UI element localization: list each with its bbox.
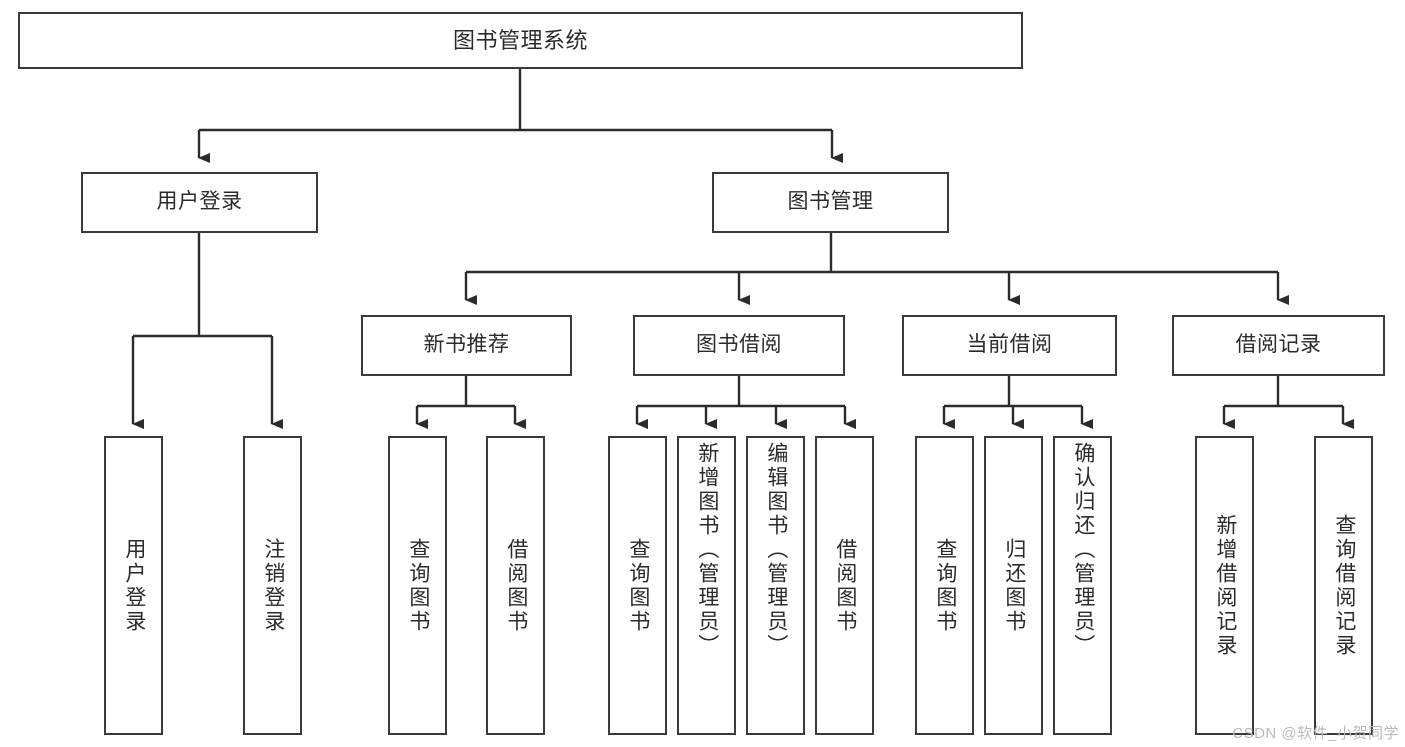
leaf-new-book-borrow[interactable]: 借阅图书 — [486, 436, 545, 735]
node-book-management[interactable]: 图书管理 — [712, 172, 949, 233]
leaf-new-book-query[interactable]: 查询图书 — [388, 436, 447, 735]
leaf-label: 编辑图书（管理员） — [764, 442, 788, 658]
leaf-label: 新增借阅记录 — [1213, 513, 1237, 658]
leaf-label: 确认归还（管理员） — [1071, 442, 1095, 658]
node-current-borrow-label: 当前借阅 — [966, 333, 1053, 357]
leaf-borrow-record-add[interactable]: 新增借阅记录 — [1195, 436, 1254, 735]
leaf-label: 注销登录 — [261, 537, 285, 634]
node-root[interactable]: 图书管理系统 — [18, 12, 1023, 69]
leaf-book-borrow-borrow[interactable]: 借阅图书 — [815, 436, 874, 735]
leaf-book-borrow-query[interactable]: 查询图书 — [608, 436, 667, 735]
leaf-user-login-logout[interactable]: 注销登录 — [243, 436, 302, 735]
node-borrow-record-label: 借阅记录 — [1235, 333, 1322, 357]
node-new-book-recommend[interactable]: 新书推荐 — [361, 315, 572, 376]
leaf-current-borrow-return[interactable]: 归还图书 — [984, 436, 1043, 735]
node-user-login-label: 用户登录 — [156, 190, 243, 214]
leaf-label: 查询图书 — [933, 537, 957, 634]
node-book-borrow-label: 图书借阅 — [696, 333, 782, 357]
node-user-login[interactable]: 用户登录 — [81, 172, 318, 233]
leaf-label: 查询借阅记录 — [1332, 513, 1356, 658]
leaf-label: 查询图书 — [626, 537, 650, 634]
node-book-management-label: 图书管理 — [787, 190, 874, 214]
leaf-user-login-login[interactable]: 用户登录 — [104, 436, 163, 735]
leaf-book-borrow-add[interactable]: 新增图书（管理员） — [677, 436, 736, 735]
node-book-borrow[interactable]: 图书借阅 — [633, 315, 845, 376]
leaf-book-borrow-edit[interactable]: 编辑图书（管理员） — [746, 436, 805, 735]
leaf-label: 新增图书（管理员） — [695, 442, 719, 658]
node-new-book-recommend-label: 新书推荐 — [423, 333, 510, 357]
node-current-borrow[interactable]: 当前借阅 — [902, 315, 1117, 376]
leaf-label: 查询图书 — [406, 537, 430, 634]
leaf-label: 归还图书 — [1002, 537, 1026, 634]
node-borrow-record[interactable]: 借阅记录 — [1172, 315, 1385, 376]
leaf-current-borrow-confirm-return[interactable]: 确认归还（管理员） — [1053, 436, 1112, 735]
leaf-current-borrow-query[interactable]: 查询图书 — [915, 436, 974, 735]
leaf-label: 借阅图书 — [504, 537, 528, 634]
leaf-label: 用户登录 — [122, 537, 146, 634]
leaf-label: 借阅图书 — [833, 537, 857, 634]
node-root-label: 图书管理系统 — [452, 27, 588, 53]
leaf-borrow-record-query[interactable]: 查询借阅记录 — [1314, 436, 1373, 735]
